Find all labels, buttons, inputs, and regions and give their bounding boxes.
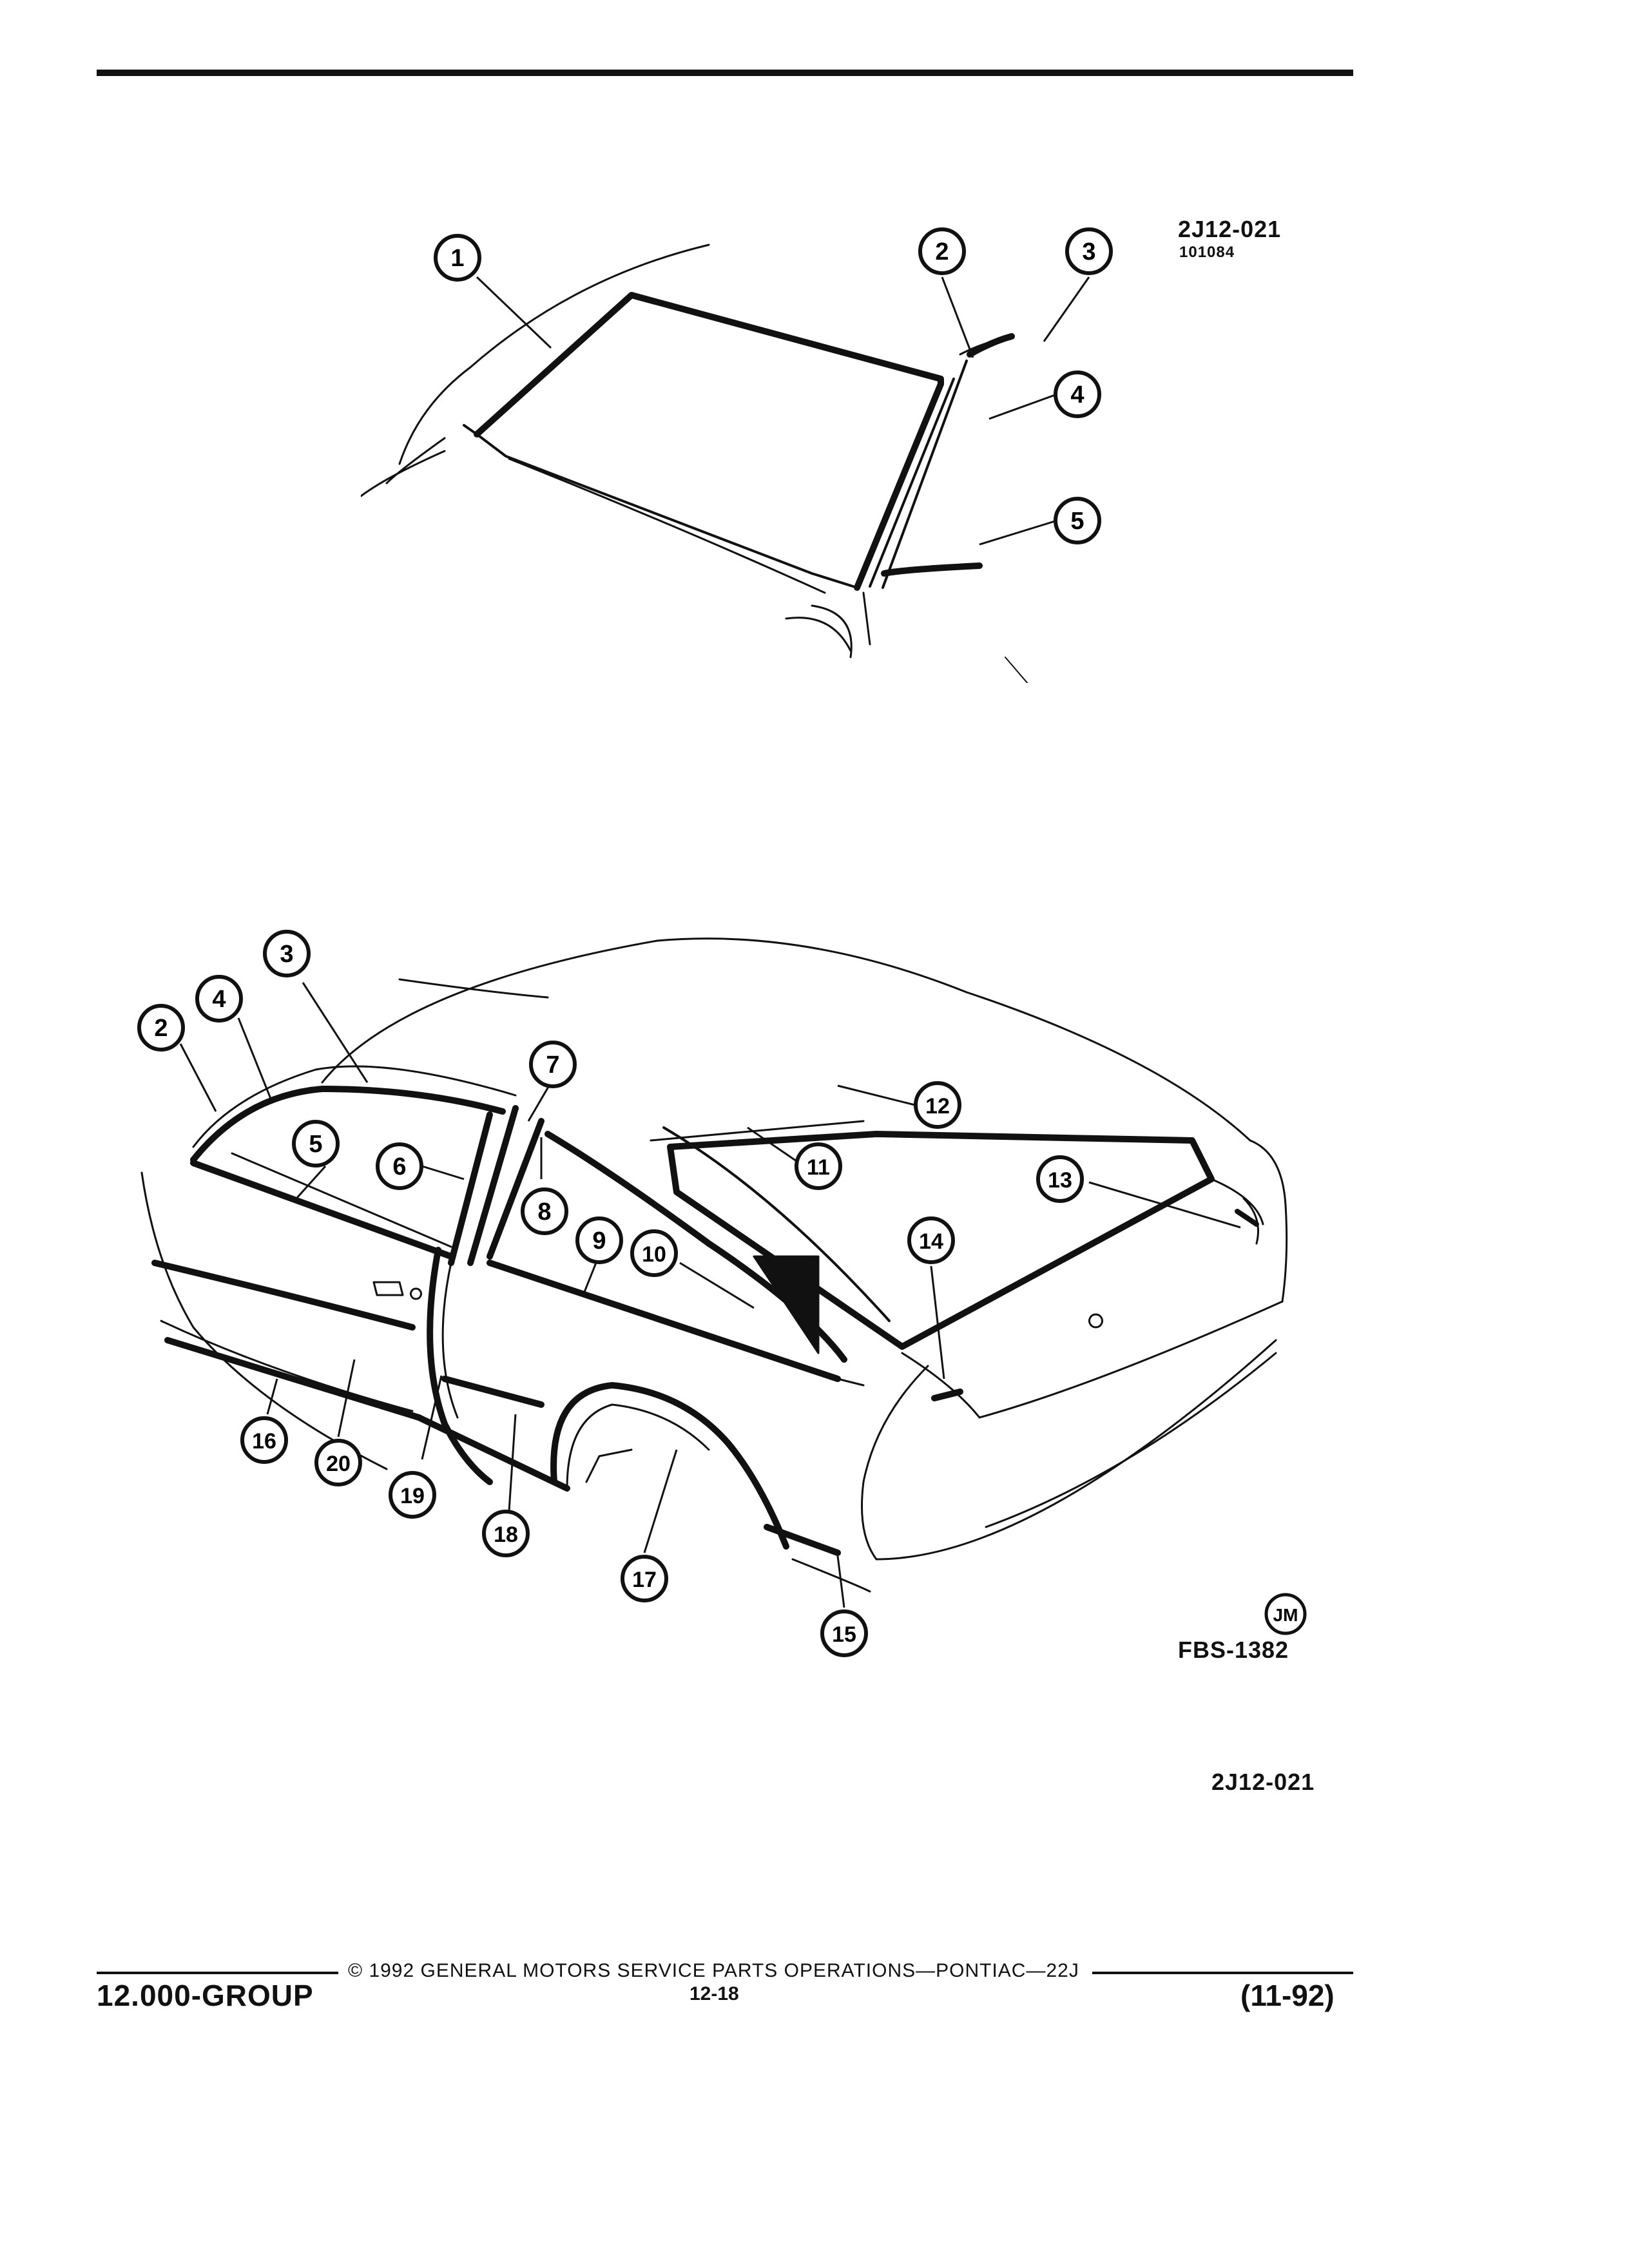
callout-label: 1 — [450, 245, 464, 272]
footer-rule-right — [1092, 1972, 1353, 1974]
footer-page-number: 12-18 — [689, 1983, 739, 2004]
callout-bottom-5: 5 — [290, 1118, 342, 1173]
callout-label: 12 — [925, 1094, 950, 1119]
callout-bottom-17: 17 — [619, 1553, 670, 1608]
callout-label: 17 — [632, 1568, 657, 1592]
callout-label: 19 — [400, 1484, 425, 1508]
top-figure-subcode: 101084 — [1179, 244, 1235, 261]
footer-rule-left — [97, 1972, 338, 1974]
callout-label: 7 — [546, 1052, 559, 1079]
footer-date: (11-92) — [1240, 1979, 1335, 2012]
figure-code: 2J12-021 — [1211, 1769, 1315, 1795]
callout-label: 15 — [832, 1622, 856, 1647]
top-figure-code: 2J12-021 — [1178, 216, 1282, 242]
callout-label: 4 — [1070, 381, 1084, 408]
callout-label: 3 — [1082, 238, 1095, 265]
callout-bottom-12: 12 — [912, 1079, 963, 1134]
callout-bottom-4: 4 — [193, 973, 245, 1028]
callout-bottom-18: 18 — [480, 1508, 532, 1562]
callout-bottom-11: 11 — [793, 1140, 844, 1195]
callout-label: 4 — [212, 986, 226, 1013]
callout-label: 9 — [592, 1227, 606, 1254]
callout-label: 11 — [807, 1155, 830, 1180]
callout-bottom-14: 14 — [905, 1215, 957, 1269]
callout-bottom-13: 13 — [1034, 1153, 1086, 1208]
callout-label: 2 — [935, 238, 949, 265]
footer-copyright: © 1992 GENERAL MOTORS SERVICE PARTS OPER… — [348, 1960, 1079, 1981]
footer-group: 12.000-GROUP — [97, 1979, 314, 2012]
callout-bottom-9: 9 — [574, 1215, 625, 1269]
callout-bottom-16: 16 — [238, 1414, 290, 1469]
callout-label: 5 — [1070, 508, 1084, 535]
callout-bottom-8: 8 — [519, 1186, 570, 1240]
callout-top-5: 5 — [1052, 495, 1103, 550]
callout-label: 16 — [252, 1429, 276, 1454]
callout-bottom-7: 7 — [527, 1039, 579, 1093]
callout-bottom-15: 15 — [818, 1608, 870, 1662]
top-rule — [97, 70, 1353, 76]
callout-label: 5 — [309, 1131, 322, 1158]
callout-bottom-19: 19 — [387, 1469, 438, 1524]
logo-text: JM — [1273, 1605, 1298, 1625]
callout-top-4: 4 — [1052, 369, 1103, 423]
fbs-code: FBS-1382 — [1178, 1637, 1289, 1663]
callout-label: 8 — [537, 1198, 551, 1225]
callout-label: 3 — [280, 941, 293, 968]
callout-label: 10 — [642, 1242, 666, 1267]
callout-top-3: 3 — [1063, 226, 1115, 280]
callout-bottom-6: 6 — [374, 1140, 425, 1195]
jm-logo-icon: JM — [1263, 1591, 1308, 1640]
callout-bottom-10: 10 — [628, 1227, 680, 1282]
callout-label: 2 — [154, 1015, 168, 1042]
callout-bottom-2: 2 — [135, 1002, 187, 1057]
callout-top-2: 2 — [916, 226, 968, 280]
callout-label: 20 — [326, 1452, 351, 1476]
windshield-illustration — [361, 244, 1028, 683]
callout-label: 14 — [919, 1229, 943, 1254]
callout-label: 6 — [392, 1153, 406, 1180]
callout-label: 18 — [494, 1523, 518, 1547]
callout-label: 13 — [1048, 1168, 1072, 1193]
callout-top-1: 1 — [432, 232, 483, 287]
callout-bottom-3: 3 — [261, 928, 313, 983]
callout-bottom-20: 20 — [313, 1437, 364, 1492]
